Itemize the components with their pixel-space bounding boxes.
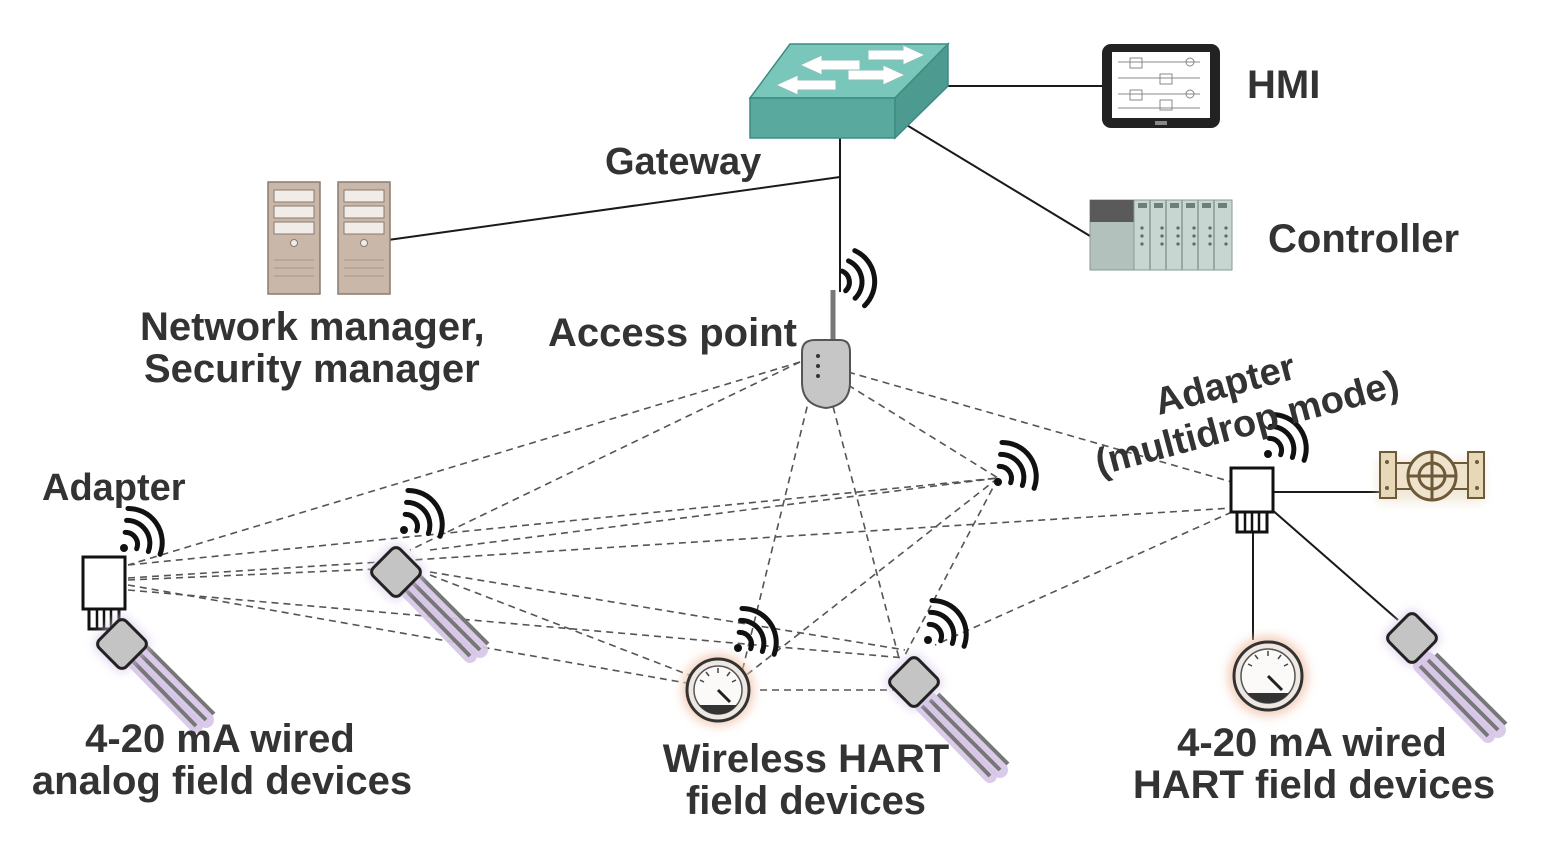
hart-devices-label-line2: HART field devices xyxy=(1133,763,1495,807)
network-manager-label-line1: Network manager, xyxy=(140,305,485,349)
mesh-link xyxy=(934,511,1233,646)
temperature-transmitter-icon xyxy=(368,544,488,656)
mesh-link xyxy=(429,574,716,686)
temperature-transmitter-icon xyxy=(886,654,1008,776)
wireless-signal-icon xyxy=(989,434,1046,497)
server-tower-icon xyxy=(337,181,391,295)
hart-devices-label-line1: 4-20 mA wired xyxy=(1177,721,1447,765)
mesh-link xyxy=(847,371,1233,483)
mesh-link xyxy=(739,477,999,681)
analog-devices-label-line2: analog field devices xyxy=(32,759,412,803)
wireless-signal-icon xyxy=(729,600,786,663)
wireless-transmitter-node xyxy=(368,482,488,656)
server-tower-icon xyxy=(267,181,321,295)
wireless-signal-icon xyxy=(919,592,976,655)
plc-controller-icon xyxy=(1089,199,1233,271)
gateway-label: Gateway xyxy=(605,141,761,183)
mesh-link xyxy=(127,589,906,659)
wireless-mesh-links xyxy=(127,361,1233,691)
flow-meter-valve-icon xyxy=(1378,450,1485,502)
wireless-signal-icon xyxy=(395,482,452,545)
network-manager-label-line2: Security manager xyxy=(144,347,480,391)
wireless-gauge-node xyxy=(682,600,786,726)
adapter-box-icon xyxy=(1229,466,1275,534)
mesh-link xyxy=(127,567,401,581)
hmi-label: HMI xyxy=(1247,63,1320,107)
mesh-link xyxy=(127,477,999,566)
hmi-node: HMI xyxy=(1102,44,1320,128)
access-point-label: Access point xyxy=(548,311,797,355)
mesh-link xyxy=(409,361,801,551)
adapter-to-hart-transmitter-link xyxy=(1269,507,1399,621)
temperature-transmitter-icon xyxy=(1384,610,1506,736)
adapter-left-label: Adapter xyxy=(42,467,186,509)
mesh-link xyxy=(904,477,999,656)
network-manager-node: Network manager, Security manager xyxy=(140,181,485,391)
controller-node: Controller xyxy=(1089,199,1459,271)
tablet-hmi-icon xyxy=(1102,44,1220,128)
wireless-devices-label-line1: Wireless HART xyxy=(663,737,949,781)
pressure-gauge-icon xyxy=(1228,636,1308,716)
pressure-gauge-icon xyxy=(682,654,754,726)
wireless-relay-node xyxy=(989,434,1046,497)
mesh-link xyxy=(127,584,716,689)
controller-label: Controller xyxy=(1268,217,1459,261)
adapter-box-icon xyxy=(81,555,127,631)
adapter-left-node: Adapter xyxy=(42,467,186,631)
wireless-signal-icon xyxy=(839,248,879,308)
mesh-link xyxy=(847,384,999,479)
mesh-link xyxy=(127,361,801,566)
mesh-link xyxy=(429,477,999,551)
gateway-switch: Gateway xyxy=(605,42,950,183)
mesh-link xyxy=(127,507,1233,579)
group-labels: 4-20 mA wired analog field devices Wirel… xyxy=(32,717,1495,823)
wireless-devices-label-line2: field devices xyxy=(686,779,926,823)
wired-links xyxy=(387,85,1399,640)
access-point-node: Access point xyxy=(548,248,879,410)
adapter-multidrop-node: Adapter (multidrop mode) xyxy=(1091,346,1404,534)
temperature-transmitter-icon xyxy=(94,616,214,726)
gateway-to-network-manager-link xyxy=(387,176,841,241)
gateway-to-controller-link xyxy=(904,123,1091,237)
wireless-access-point-icon xyxy=(801,290,851,410)
network-switch-icon xyxy=(748,42,950,140)
mesh-link xyxy=(429,571,906,651)
mesh-link xyxy=(829,394,901,663)
wireless-transmitter-node xyxy=(886,592,1008,776)
analog-devices-label-line1: 4-20 mA wired xyxy=(85,717,355,761)
